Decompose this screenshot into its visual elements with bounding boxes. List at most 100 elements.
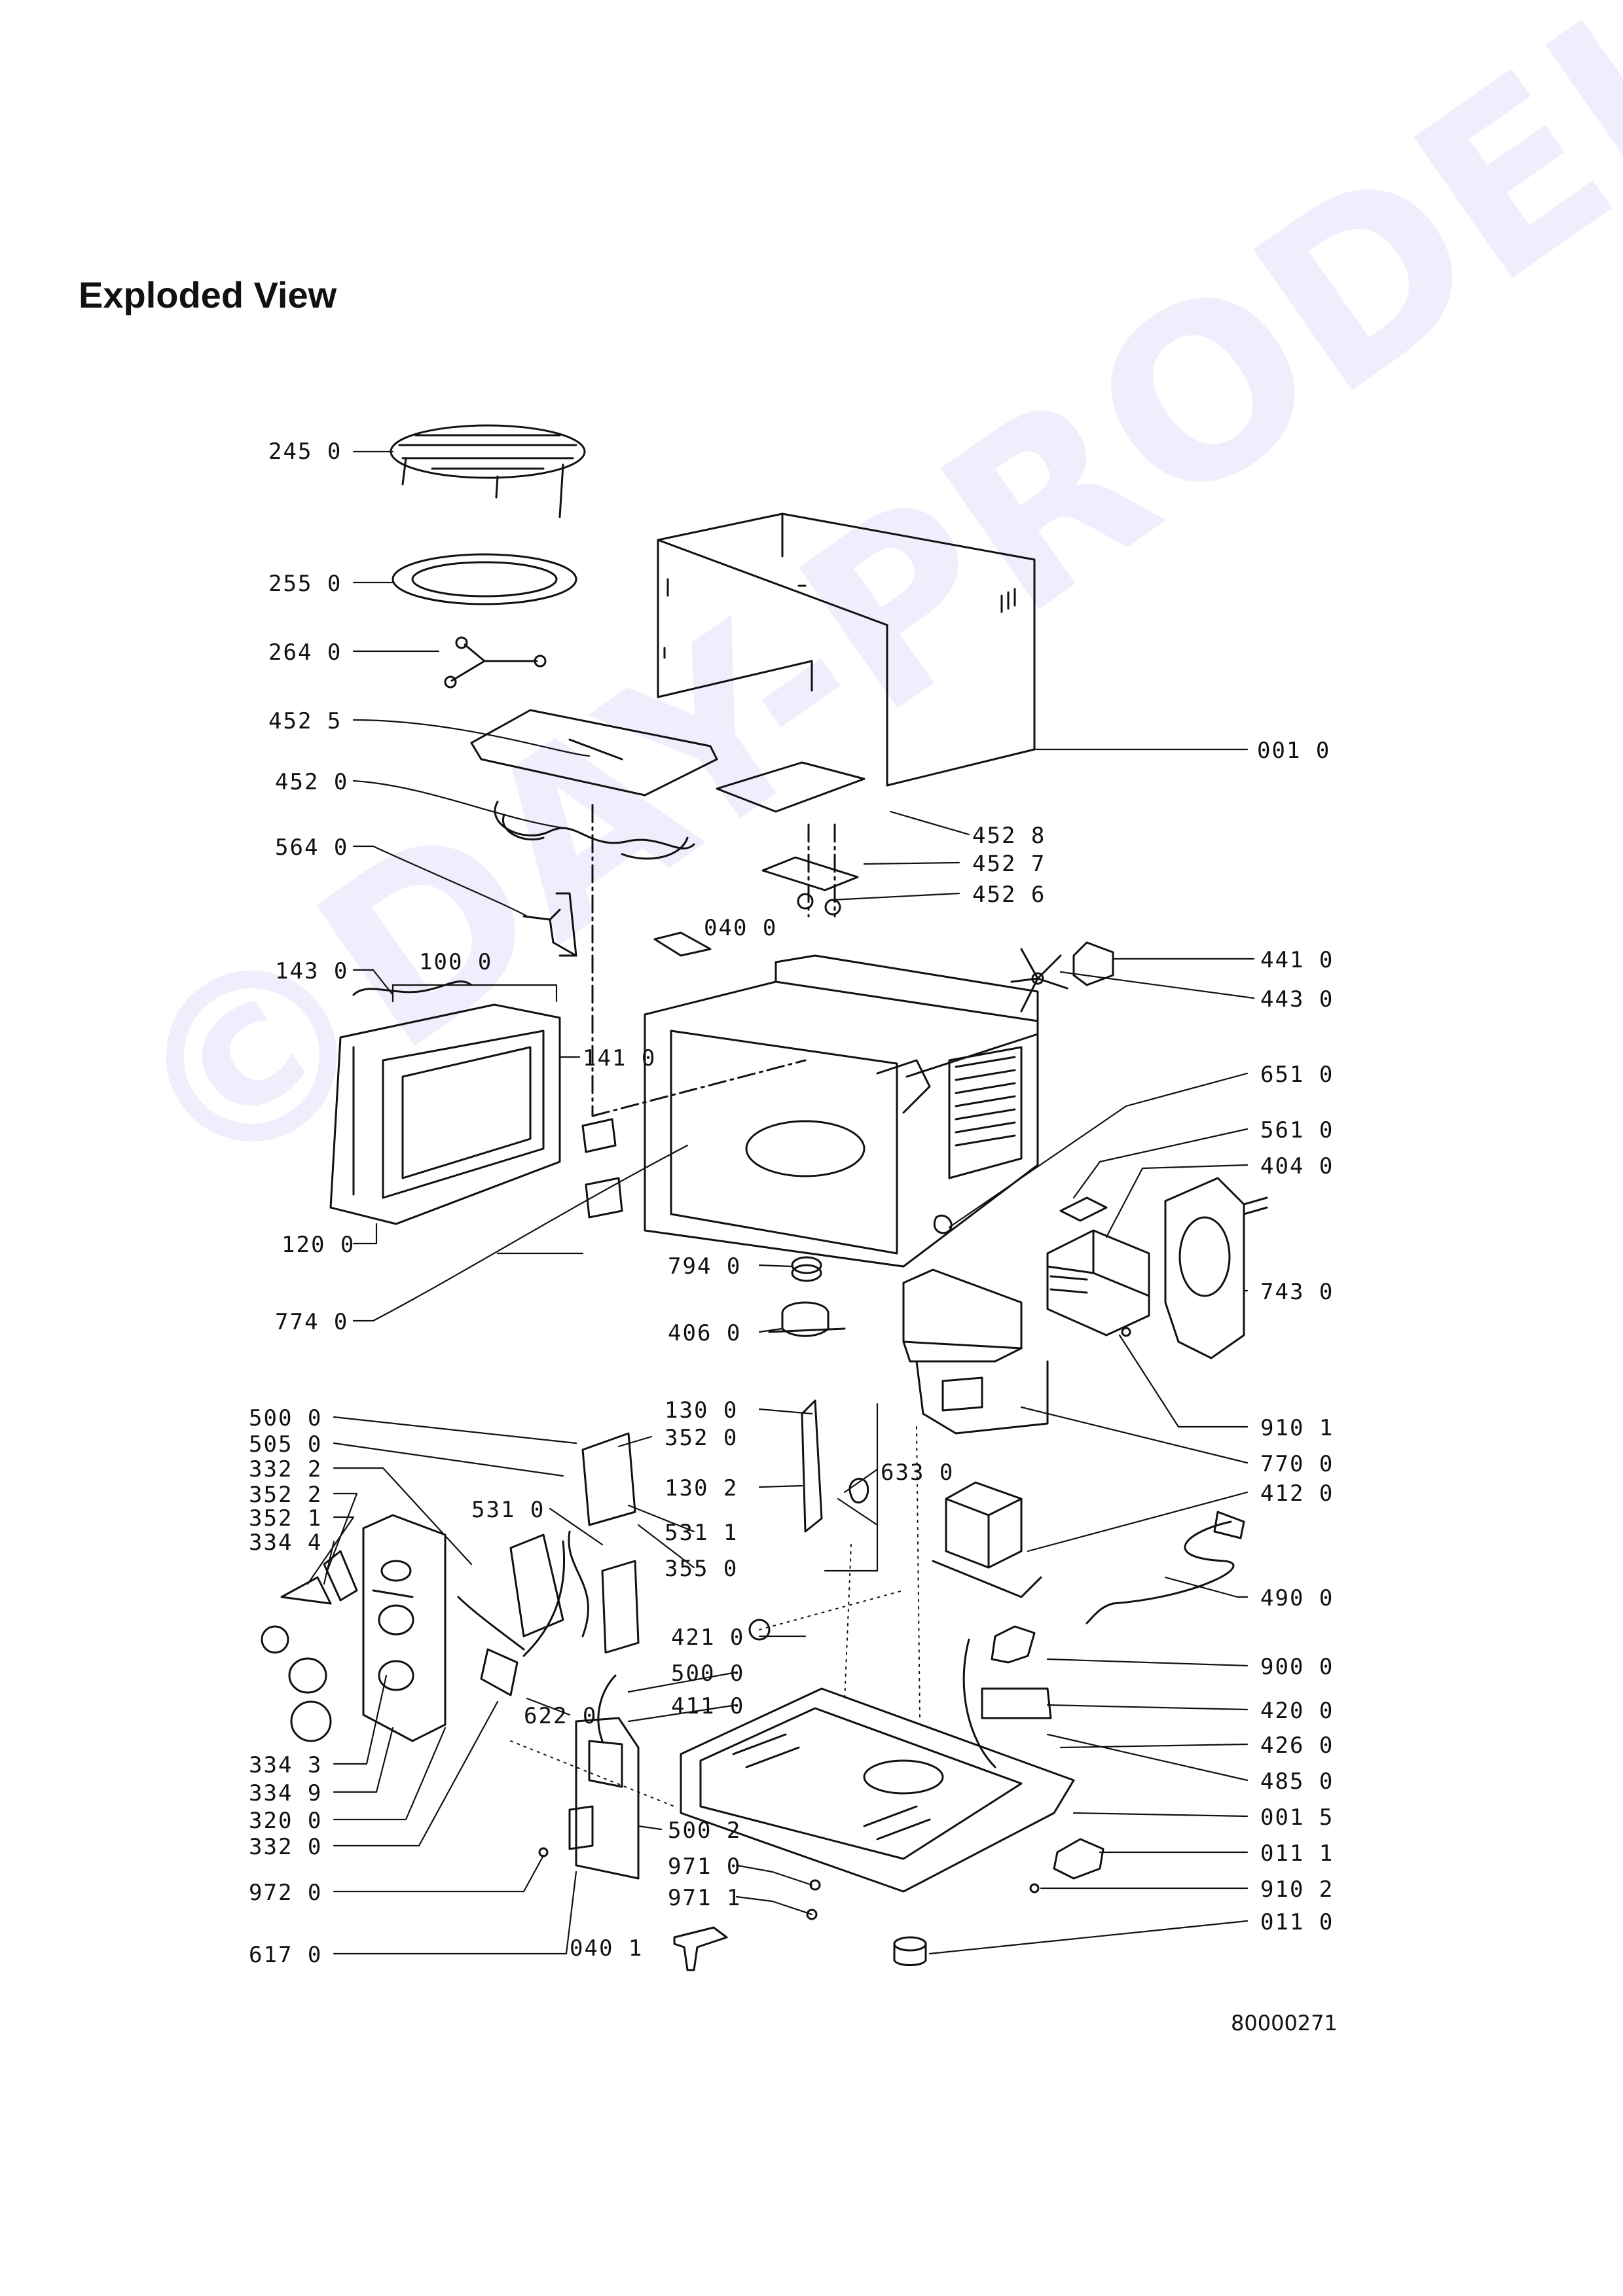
callout-564-0: 564 0 bbox=[275, 834, 349, 861]
callout-332-0: 332 0 bbox=[249, 1834, 323, 1860]
callout-531-0: 531 0 bbox=[471, 1497, 545, 1523]
wiring-harness bbox=[457, 1530, 589, 1696]
callout-561-0: 561 0 bbox=[1260, 1117, 1334, 1143]
callout-910-2: 910 2 bbox=[1260, 1876, 1334, 1903]
turntable-motor bbox=[768, 1301, 846, 1337]
callout-770-0: 770 0 bbox=[1260, 1451, 1334, 1477]
page-title: Exploded View bbox=[79, 274, 337, 315]
magnetron-bracket bbox=[1164, 1177, 1268, 1359]
callout-622-0: 622 0 bbox=[524, 1703, 598, 1729]
outer-case bbox=[657, 512, 1036, 787]
callout-334-4: 334 4 bbox=[249, 1530, 323, 1556]
callout-452-5: 452 5 bbox=[268, 708, 342, 734]
callout-352-2: 352 2 bbox=[249, 1482, 323, 1508]
callout-972-0: 972 0 bbox=[249, 1880, 323, 1906]
callout-255-0: 255 0 bbox=[268, 571, 342, 597]
door-assembly bbox=[329, 980, 561, 1225]
callout-334-3: 334 3 bbox=[249, 1752, 323, 1778]
callout-617-0: 617 0 bbox=[249, 1942, 323, 1968]
document-number: 80000271 bbox=[1231, 2011, 1338, 2036]
oven-cavity bbox=[644, 954, 1039, 1268]
callout-352-0: 352 0 bbox=[665, 1425, 739, 1451]
callout-774-0: 774 0 bbox=[275, 1309, 349, 1335]
callout-352-1: 352 1 bbox=[249, 1505, 323, 1532]
mica-plate bbox=[716, 761, 866, 813]
callout-910-1: 910 1 bbox=[1260, 1415, 1334, 1441]
callout-485-0: 485 0 bbox=[1260, 1768, 1334, 1795]
callout-130-2: 130 2 bbox=[665, 1475, 739, 1501]
transformer bbox=[932, 1481, 1042, 1598]
callout-500-0-b: 500 0 bbox=[671, 1660, 745, 1687]
interlock-bracket bbox=[801, 1399, 869, 1533]
fan-motor bbox=[1072, 941, 1114, 986]
callout-264-0: 264 0 bbox=[268, 639, 342, 666]
callout-001-5: 001 5 bbox=[1260, 1804, 1334, 1831]
callout-421-0: 421 0 bbox=[671, 1624, 745, 1651]
callout-040-1: 040 1 bbox=[570, 1935, 644, 1962]
callout-001-0: 001 0 bbox=[1257, 738, 1331, 764]
callout-334-9: 334 9 bbox=[249, 1780, 323, 1806]
heating-element bbox=[494, 800, 695, 860]
callout-130-0: 130 0 bbox=[665, 1397, 739, 1424]
callout-531-1: 531 1 bbox=[665, 1520, 739, 1546]
callout-141-0: 141 0 bbox=[583, 1045, 657, 1071]
turntable-plate bbox=[392, 553, 577, 605]
coupler bbox=[791, 1256, 822, 1282]
callout-420-0: 420 0 bbox=[1260, 1698, 1334, 1724]
roller-ring bbox=[444, 636, 547, 689]
callout-120-0: 120 0 bbox=[282, 1232, 356, 1258]
screws bbox=[538, 1327, 1131, 1920]
callout-500-2: 500 2 bbox=[668, 1818, 742, 1844]
callout-443-0: 443 0 bbox=[1260, 986, 1334, 1013]
cavity-bracket bbox=[653, 931, 712, 957]
callout-441-0: 441 0 bbox=[1260, 947, 1334, 973]
sensor-bracket bbox=[522, 892, 577, 957]
pcb-board bbox=[509, 1432, 640, 1654]
magnetron bbox=[1046, 1229, 1150, 1336]
callout-245-0: 245 0 bbox=[268, 439, 342, 465]
callout-452-6: 452 6 bbox=[972, 882, 1046, 908]
hinge-bracket bbox=[673, 1926, 728, 1971]
callout-426-0: 426 0 bbox=[1260, 1732, 1334, 1759]
lamp-holder bbox=[1059, 1196, 1108, 1222]
callout-452-7: 452 7 bbox=[972, 851, 1046, 877]
callout-505-0: 505 0 bbox=[249, 1431, 323, 1458]
callout-651-0: 651 0 bbox=[1260, 1062, 1334, 1088]
callout-011-1: 011 1 bbox=[1260, 1840, 1334, 1867]
lamp bbox=[934, 1215, 953, 1234]
callout-411-0: 411 0 bbox=[671, 1693, 745, 1719]
grill-rack bbox=[390, 424, 586, 518]
leader-lines bbox=[306, 450, 1255, 1955]
callout-320-0: 320 0 bbox=[249, 1808, 323, 1834]
callout-406-0: 406 0 bbox=[668, 1320, 742, 1346]
callout-100-0: 100 0 bbox=[419, 949, 493, 975]
assembly-guides bbox=[591, 804, 836, 1117]
callout-743-0: 743 0 bbox=[1260, 1279, 1334, 1305]
base-plate bbox=[680, 1687, 1075, 1893]
callout-794-0: 794 0 bbox=[668, 1253, 742, 1280]
callout-452-0: 452 0 bbox=[275, 769, 349, 795]
callout-412-0: 412 0 bbox=[1260, 1480, 1334, 1507]
fan-blade bbox=[1010, 948, 1068, 1013]
callout-040-0: 040 0 bbox=[704, 915, 778, 941]
element-bracket bbox=[761, 856, 859, 916]
callout-971-1: 971 1 bbox=[668, 1885, 742, 1911]
hv-capacitor bbox=[962, 1625, 1052, 1768]
callout-404-0: 404 0 bbox=[1260, 1153, 1334, 1179]
callout-900-0: 900 0 bbox=[1260, 1654, 1334, 1680]
foot-clip bbox=[1053, 1838, 1104, 1880]
knobs bbox=[261, 1550, 358, 1742]
callout-355-0: 355 0 bbox=[665, 1556, 739, 1582]
control-panel bbox=[362, 1514, 447, 1742]
callout-633-0: 633 0 bbox=[881, 1460, 955, 1486]
air-duct bbox=[902, 1268, 1049, 1435]
control-module bbox=[568, 1674, 640, 1880]
waveguide-covers bbox=[581, 1118, 623, 1219]
callout-332-2-a: 332 2 bbox=[249, 1456, 323, 1482]
callout-143-0: 143 0 bbox=[275, 958, 349, 984]
callout-490-0: 490 0 bbox=[1260, 1585, 1334, 1611]
grill-cover-plate bbox=[470, 709, 718, 797]
callout-971-0: 971 0 bbox=[668, 1854, 742, 1880]
foot bbox=[893, 1936, 927, 1966]
